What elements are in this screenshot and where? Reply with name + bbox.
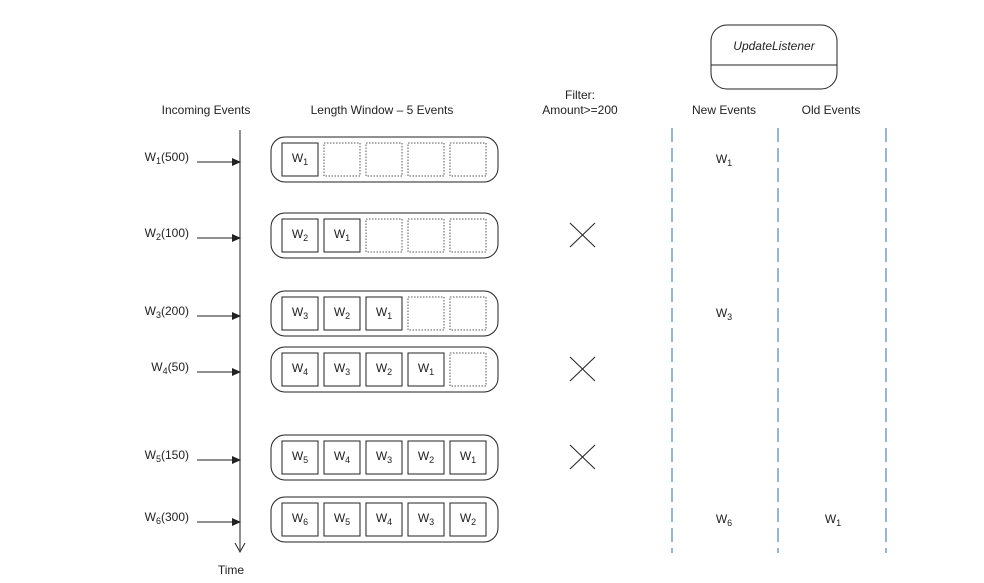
length-window-container — [270, 136, 499, 183]
window-slot-empty — [407, 296, 445, 331]
window-slot-filled — [449, 440, 487, 475]
window-slot-event: W4 — [334, 449, 350, 465]
incoming-event-label: W2(100) — [145, 226, 189, 242]
window-slot-empty — [449, 218, 487, 253]
window-slot-filled — [365, 440, 403, 475]
window-slot-event: W1 — [460, 449, 476, 465]
window-slot-event: W3 — [376, 449, 392, 465]
window-slot-empty — [449, 142, 487, 177]
time-label: Time — [218, 563, 245, 577]
filter-rejected-mark — [569, 356, 596, 382]
new-event-output: W6 — [716, 512, 732, 528]
window-slot-filled — [281, 352, 319, 387]
length-window-container — [270, 434, 499, 481]
header-length-window: Length Window – 5 Events — [311, 103, 454, 117]
window-slot-filled — [323, 352, 361, 387]
arrow-head — [232, 158, 241, 166]
event-row: W3(200) W3 W2 W1 W3 — [145, 290, 732, 337]
window-slot-event: W1 — [418, 361, 434, 377]
window-slot-event: W5 — [334, 511, 350, 527]
window-slot-filled — [281, 440, 319, 475]
incoming-event-label: W5(150) — [145, 448, 189, 464]
window-slot-filled — [323, 218, 361, 253]
filter-rejected-mark — [569, 222, 596, 248]
event-row: W6(300) W6 W5 W4 W3 W2 W6 W1 — [145, 496, 841, 543]
window-slot-event: W2 — [460, 511, 476, 527]
incoming-event-label: W1(500) — [145, 150, 189, 166]
length-window-container — [270, 496, 499, 543]
window-slot-empty — [365, 218, 403, 253]
window-slot-empty — [407, 142, 445, 177]
window-slot-filled — [407, 502, 445, 537]
header-new-events: New Events — [692, 103, 756, 117]
event-row: W4(50) W4 W3 W2 W1 — [151, 346, 596, 393]
new-event-output: W1 — [716, 152, 732, 168]
window-slot-empty — [323, 142, 361, 177]
window-slot-event: W5 — [292, 449, 308, 465]
window-slot-filled — [323, 296, 361, 331]
length-window-container — [270, 290, 499, 337]
window-slot-empty — [449, 352, 487, 387]
update-listener-label: UpdateListener — [733, 39, 815, 53]
header-filter-line1: Filter: — [565, 88, 595, 102]
update-listener-box: UpdateListener — [710, 24, 838, 90]
window-slot-filled — [449, 502, 487, 537]
header-filter-line2: Amount>=200 — [542, 103, 618, 117]
arrow-head — [232, 368, 241, 376]
window-slot-filled — [281, 296, 319, 331]
arrow-head — [232, 312, 241, 320]
window-slot-event: W4 — [292, 361, 308, 377]
arrow-head — [232, 518, 241, 526]
event-row: W2(100) W2 W1 — [145, 212, 596, 259]
window-slot-filled — [365, 352, 403, 387]
window-slot-event: W1 — [376, 305, 392, 321]
window-slot-filled — [281, 218, 319, 253]
window-slot-event: W2 — [418, 449, 434, 465]
header-incoming-events: Incoming Events — [162, 103, 251, 117]
window-slot-event: W1 — [334, 227, 350, 243]
arrow-head — [232, 234, 241, 242]
incoming-event-label: W3(200) — [145, 304, 189, 320]
header-old-events: Old Events — [802, 103, 861, 117]
window-slot-event: W2 — [292, 227, 308, 243]
window-slot-event: W3 — [418, 511, 434, 527]
window-slot-event: W6 — [292, 511, 308, 527]
incoming-event-label: W6(300) — [145, 510, 189, 526]
window-slot-filled — [281, 142, 319, 177]
window-slot-filled — [365, 296, 403, 331]
window-slot-event: W2 — [376, 361, 392, 377]
window-slot-event: W4 — [376, 511, 392, 527]
new-event-output: W3 — [716, 306, 732, 322]
window-slot-filled — [407, 352, 445, 387]
window-slot-event: W3 — [292, 305, 308, 321]
time-axis — [234, 130, 246, 554]
window-slot-empty — [365, 142, 403, 177]
arrow-head — [232, 456, 241, 464]
window-slot-event: W2 — [334, 305, 350, 321]
incoming-event-label: W4(50) — [151, 360, 189, 376]
window-slot-empty — [407, 218, 445, 253]
window-slot-filled — [407, 440, 445, 475]
window-slot-event: W1 — [292, 151, 308, 167]
event-row: W1(500) W1 W1 — [145, 136, 732, 183]
window-slot-filled — [323, 440, 361, 475]
filter-rejected-mark — [569, 444, 596, 470]
event-row: W5(150) W5 W4 W3 W2 W1 — [145, 434, 596, 481]
window-slot-filled — [365, 502, 403, 537]
window-slot-empty — [449, 296, 487, 331]
window-slot-filled — [281, 502, 319, 537]
old-event-output: W1 — [825, 512, 841, 528]
window-slot-filled — [323, 502, 361, 537]
length-window-container — [270, 346, 499, 393]
window-slot-event: W3 — [334, 361, 350, 377]
length-window-container — [270, 212, 499, 259]
